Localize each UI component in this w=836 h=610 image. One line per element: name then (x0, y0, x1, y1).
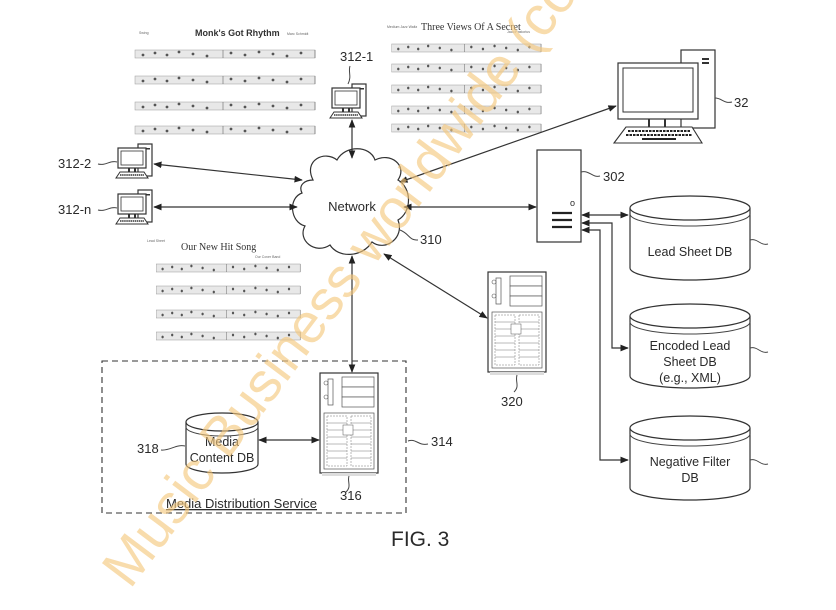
staff (134, 125, 316, 135)
lead-sheet-title: Three Views Of A Secret (421, 22, 521, 33)
leader-line (714, 97, 733, 103)
lead-sheet-style-label: Swing (139, 31, 149, 35)
server-302: o 302 (403, 149, 629, 464)
connection-arrow (581, 226, 629, 464)
client-computer-312-2: 312-2 (58, 143, 303, 183)
database-cylinder-icon (185, 412, 259, 432)
connection-arrow (153, 161, 303, 183)
desktop-computer-icon (612, 49, 716, 144)
lead-sheet-title: Monk's Got Rhythm (195, 28, 280, 38)
database-label: Lead Sheet DB (648, 245, 733, 259)
server-tower-icon (319, 372, 379, 477)
server-ref: 302 (603, 169, 625, 184)
database-label-line-2: Sheet DB (663, 355, 717, 369)
server-ref: 320 (501, 394, 523, 409)
leader-line (160, 445, 186, 451)
staff (155, 263, 301, 273)
database-label-line-3: (e.g., XML) (659, 371, 721, 385)
database-label-line-1: Media (205, 435, 239, 449)
client-ref: 312-2 (58, 156, 91, 171)
server-320: 320 (383, 253, 547, 409)
leader-line (399, 229, 419, 241)
desktop-computer-icon (115, 143, 153, 179)
lead-sheet-composer: Marc Schmidt (287, 32, 308, 36)
lead-sheet-style-label: Lead Sheet (147, 239, 165, 243)
client-ref: 312-n (58, 202, 91, 217)
client-computer-312-1: 312-1 (329, 49, 373, 159)
lead-sheet-our-new-hit-song: Lead Sheet Our New Hit Song Our Cover Ba… (147, 239, 301, 341)
desktop-computer-icon (115, 189, 153, 225)
server-indicator: o (570, 198, 575, 208)
database-ref: 318 (137, 441, 159, 456)
lead-sheet-monks-got-rhythm: Swing Monk's Got Rhythm Marc Schmidt (134, 28, 316, 135)
figure-caption: FIG. 3 (391, 528, 449, 551)
leader-line (513, 374, 518, 393)
server-tower-icon (487, 271, 547, 376)
database-label-line-2: Content DB (190, 451, 255, 465)
lead-sheet-composer: Our Cover Band (255, 255, 280, 259)
staff (134, 101, 316, 111)
connection-arrow (383, 253, 488, 319)
database-label-line-2: DB (681, 471, 698, 485)
leader-line (407, 439, 429, 445)
client-computer-312-n: 312-n (58, 189, 298, 225)
connection-arrow (581, 219, 629, 352)
service-title: Media Distribution Service (166, 496, 317, 511)
connection-arrow (399, 105, 617, 183)
client-ref: 32 (734, 95, 748, 110)
database-label-line-1: Encoded Lead (650, 339, 731, 353)
lead-sheet-style-label: Medium Jazz Waltz (387, 25, 417, 29)
media-distribution-service: Media Distribution Service 314 Media Con… (101, 255, 453, 514)
leader-line (97, 161, 118, 165)
desktop-computer-icon (329, 83, 367, 119)
database-label-line-1: Negative Filter (650, 455, 731, 469)
leader-line (749, 459, 769, 465)
server-icon (536, 149, 582, 243)
service-ref: 314 (431, 434, 453, 449)
database-lead-sheet: Lead Sheet DB (629, 195, 769, 281)
leader-line (580, 171, 601, 177)
staff (134, 75, 316, 85)
server-ref: 316 (340, 488, 362, 503)
database-encoded-lead-sheet: Encoded Lead Sheet DB (e.g., XML) (629, 303, 769, 389)
leader-line (749, 239, 769, 245)
leader-line (97, 207, 118, 211)
leader-line (749, 347, 769, 353)
staff (155, 285, 301, 295)
lead-sheet-three-views-of-a-secret: Medium Jazz Waltz Three Views Of A Secre… (387, 22, 542, 133)
staff (134, 49, 316, 59)
database-cylinder-icon (629, 195, 751, 281)
service-boundary (101, 360, 407, 514)
client-computer-32: 32 (399, 49, 748, 183)
lead-sheet-composer: Jaco Pastorius (507, 30, 530, 34)
database-media-content: Media Content DB (185, 412, 259, 474)
client-ref: 312-1 (340, 49, 373, 64)
leader-line (345, 475, 350, 493)
network-label: Network (328, 199, 376, 214)
network-ref: 310 (420, 232, 442, 247)
lead-sheet-title: Our New Hit Song (181, 242, 256, 253)
leader-line (347, 65, 351, 85)
database-negative-filter: Negative Filter DB (629, 415, 769, 501)
